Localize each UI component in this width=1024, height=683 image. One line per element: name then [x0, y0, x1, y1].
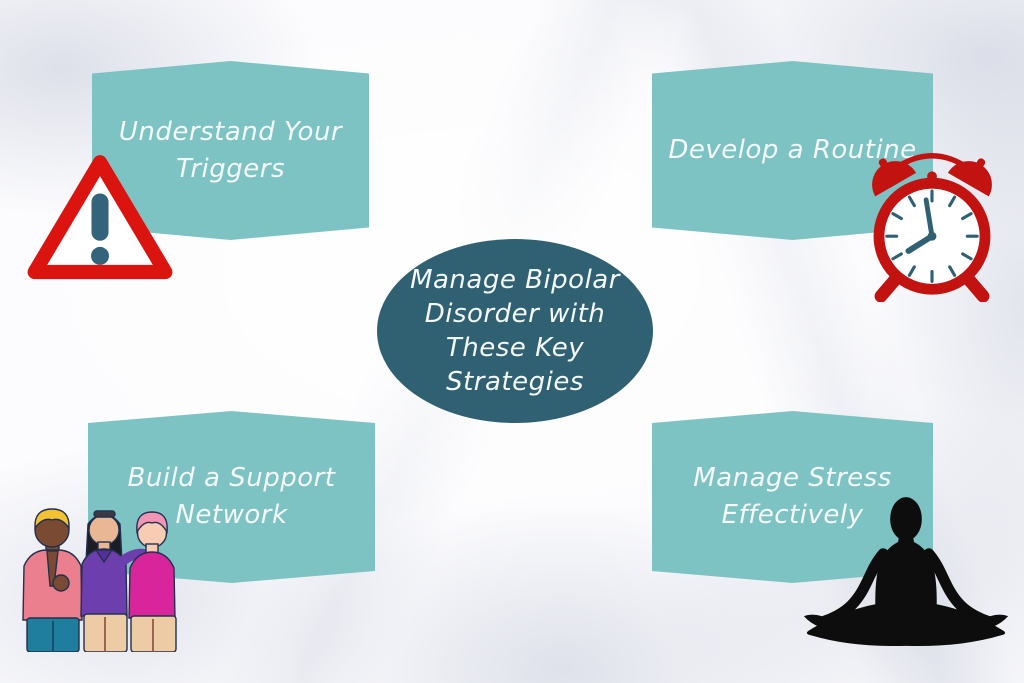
warning-triangle-icon	[24, 148, 176, 290]
alarm-clock-icon	[858, 140, 1006, 302]
support-network-people-icon	[0, 490, 200, 652]
center-title: Manage Bipolar Disorder with These Key S…	[410, 265, 620, 397]
strategy-label-manage-stress: Manage Stress Effectively	[693, 463, 892, 530]
strategy-label-develop-routine: Develop a Routine	[668, 135, 917, 165]
center-title-ellipse: Manage Bipolar Disorder with These Key S…	[377, 239, 653, 423]
strategy-label-understand-triggers: Understand Your Triggers	[118, 116, 343, 184]
strategy-banner-understand-triggers: Understand Your Triggers	[92, 61, 369, 240]
meditation-silhouette-icon	[792, 496, 1020, 650]
strategy-label-build-support: Build a Support Network	[127, 463, 336, 530]
